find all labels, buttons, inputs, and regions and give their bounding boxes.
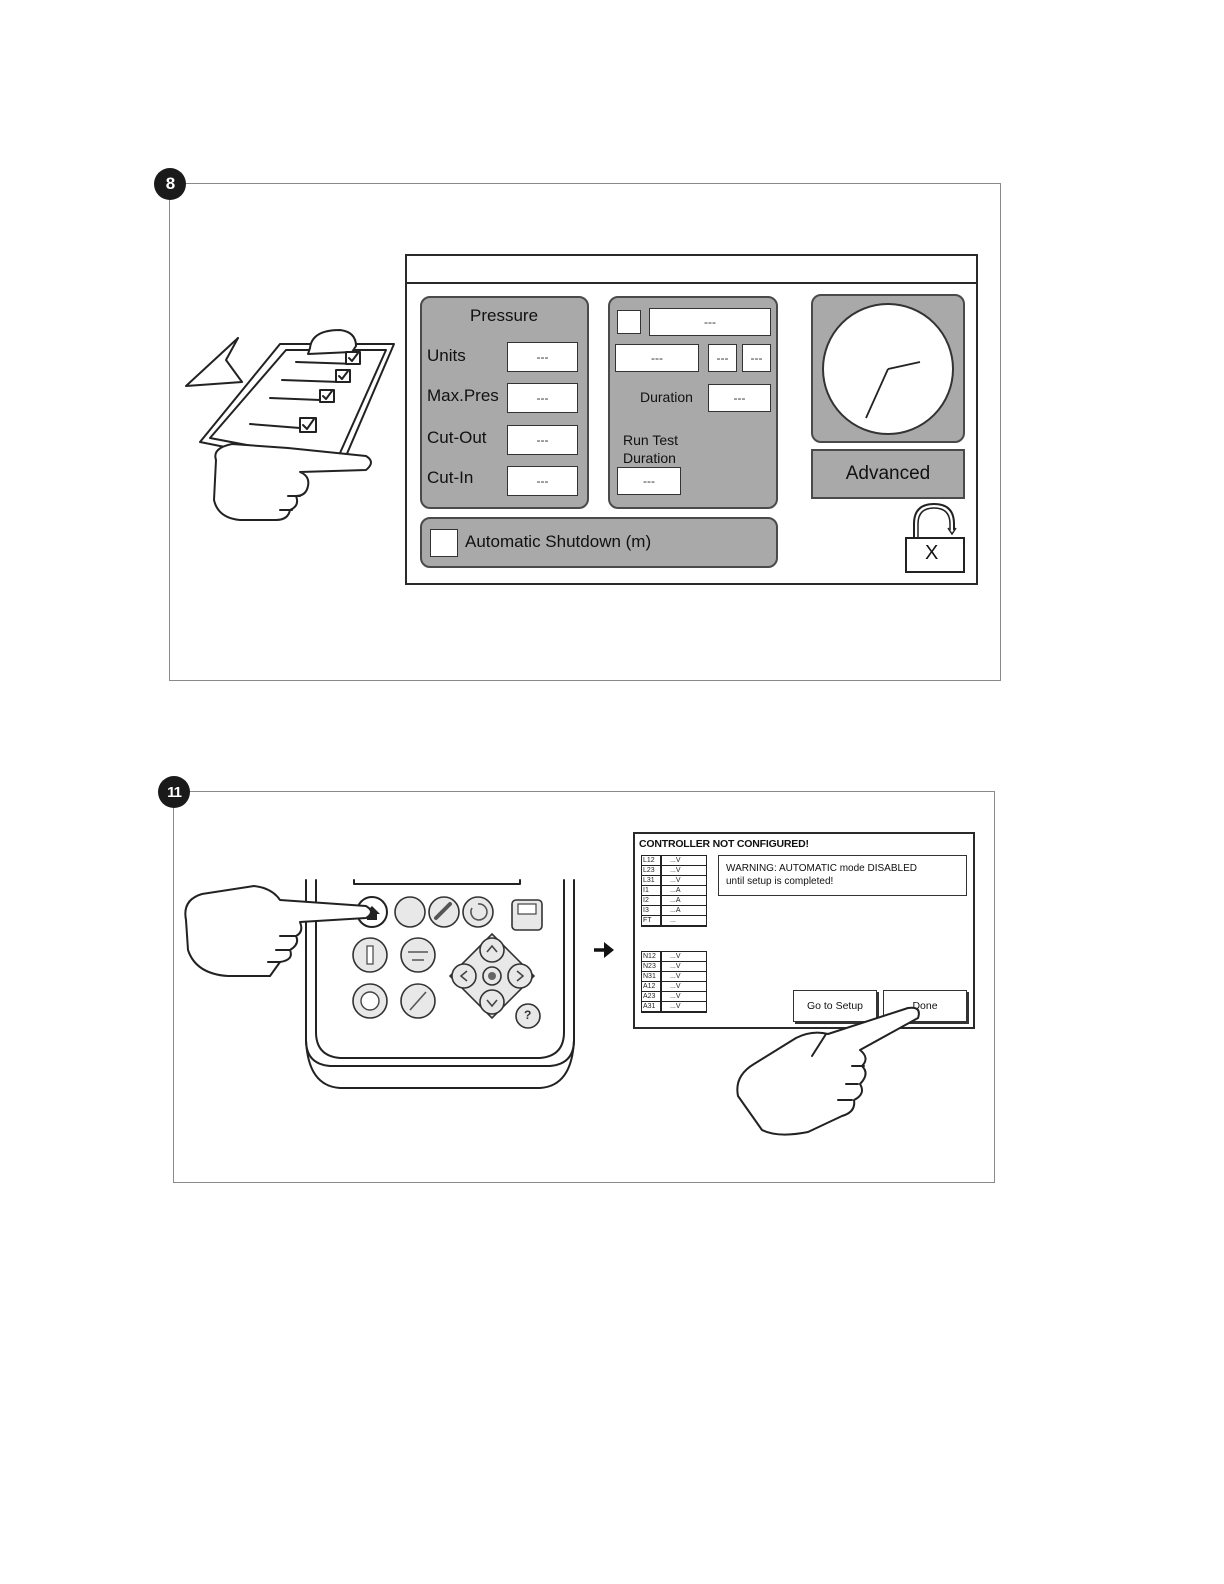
timer-field-b[interactable]: --- (708, 344, 737, 372)
cut-out-label: Cut-Out (427, 428, 487, 447)
run-test-duration-field[interactable]: --- (617, 467, 681, 495)
controller-status-title: CONTROLLER NOT CONFIGURED! (639, 838, 809, 850)
table-row-key: N23 (642, 962, 662, 972)
table-row-key: A23 (642, 992, 662, 1002)
table-row-value: ...V (662, 876, 706, 886)
help-button-label[interactable]: ? (524, 1008, 532, 1022)
automatic-shutdown-panel (420, 517, 778, 568)
units-field[interactable]: --- (507, 342, 578, 372)
measurement-table-2: N12 ...V N23 ...V N31 ...V A12 ...V A23 … (641, 951, 707, 1013)
step-11-frame (173, 791, 995, 1183)
table-row-value: ...V (662, 992, 706, 1002)
table-row-value: ...V (662, 866, 706, 876)
screen-header-bar (407, 256, 976, 284)
warning-message-box: WARNING: AUTOMATIC mode DISABLED until s… (718, 855, 967, 896)
arrow-right-icon (594, 942, 614, 958)
measurement-table-1: L12 ...V L23 ...V L31 ...V I1 ...A I2 ..… (641, 855, 707, 927)
timer-field-a[interactable]: --- (615, 344, 699, 372)
table-row-value: ...V (662, 952, 706, 962)
step-8-frame (169, 183, 1001, 681)
units-label: Units (427, 346, 466, 365)
warning-line-1: WARNING: AUTOMATIC mode DISABLED (726, 863, 917, 874)
pressure-title: Pressure (470, 306, 539, 325)
run-test-duration-label: Duration (623, 450, 676, 466)
table-row-key: I3 (642, 906, 662, 916)
table-row-value: ...V (662, 972, 706, 982)
table-row-key: FT (642, 916, 662, 926)
table-row-key: N12 (642, 952, 662, 962)
lock-x-label: X (925, 542, 939, 564)
table-row-value: ...A (662, 906, 706, 916)
table-row-value: ...V (662, 962, 706, 972)
timer-field-c[interactable]: --- (742, 344, 771, 372)
timer-enable-checkbox[interactable] (617, 310, 641, 334)
automatic-shutdown-checkbox[interactable] (430, 529, 458, 557)
table-row-value: ...V (662, 1002, 706, 1012)
table-row-value: ...A (662, 896, 706, 906)
table-row-value: ...A (662, 886, 706, 896)
table-row-key: L12 (642, 856, 662, 866)
max-pres-label: Max.Pres (427, 386, 499, 405)
table-row-key: I1 (642, 886, 662, 896)
step-11-badge: 11 (158, 776, 190, 808)
table-row-value: ...V (662, 982, 706, 992)
timer-top-field[interactable]: --- (649, 308, 771, 336)
checklist-hand-illustration (185, 329, 395, 521)
table-row-key: A12 (642, 982, 662, 992)
table-row-value: ...V (662, 856, 706, 866)
clock-icon[interactable] (816, 298, 960, 440)
max-pres-field[interactable]: --- (507, 383, 578, 413)
cut-out-field[interactable]: --- (507, 425, 578, 455)
cut-in-field[interactable]: --- (507, 466, 578, 496)
duration-label: Duration (640, 389, 693, 405)
cut-in-label: Cut-In (427, 468, 474, 487)
table-row-key: N31 (642, 972, 662, 982)
advanced-button[interactable]: Advanced (811, 449, 965, 499)
table-row-value: ... (662, 916, 706, 926)
table-row-key: I2 (642, 896, 662, 906)
hand-pointing-done-illustration (736, 1006, 920, 1136)
table-row-key: L23 (642, 866, 662, 876)
automatic-shutdown-label: Automatic Shutdown (m) (465, 532, 652, 551)
go-to-setup-button[interactable]: Go to Setup (793, 990, 877, 1022)
table-row-key: L31 (642, 876, 662, 886)
step-8-badge: 8 (154, 168, 186, 200)
table-row-key: A31 (642, 1002, 662, 1012)
unlock-icon[interactable] (904, 500, 966, 574)
duration-field[interactable]: --- (708, 384, 771, 412)
controller-keypad-illustration (184, 879, 575, 1089)
run-test-label: Run Test (623, 432, 678, 448)
warning-line-2: until setup is completed! (726, 876, 834, 887)
